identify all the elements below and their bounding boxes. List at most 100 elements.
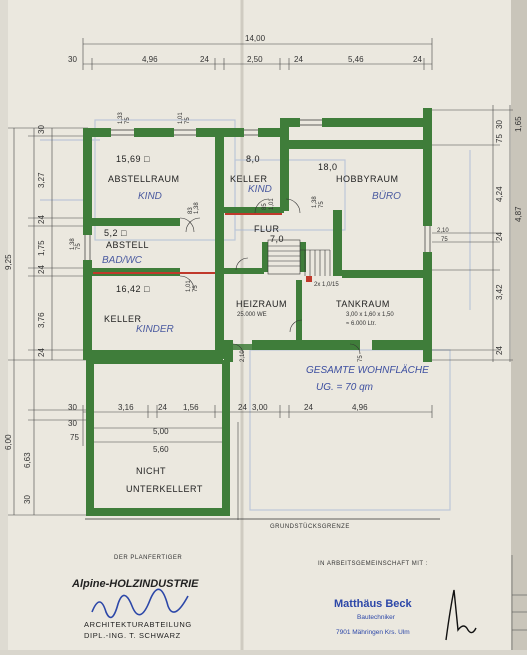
dim-lower-6: 24 bbox=[304, 403, 313, 412]
dim-left-8: 6,63 bbox=[23, 452, 32, 468]
company-department: ARCHITEKTURABTEILUNG bbox=[84, 620, 192, 629]
beck-address: 7901 Mähringen Krs. Ulm bbox=[336, 629, 410, 636]
dim-left-4: 24 bbox=[37, 265, 46, 274]
dim-lower-10: 5,60 bbox=[153, 445, 169, 454]
room-name-abstellraum: ABSTELLRAUM bbox=[108, 174, 180, 184]
dim-left-7: 9,25 bbox=[4, 254, 13, 270]
dim-right-9: 75 bbox=[441, 237, 448, 243]
opening-14: 2,10 bbox=[240, 350, 246, 362]
not-basement-line-1: NICHT bbox=[136, 466, 166, 476]
wall-hatching bbox=[229, 344, 253, 350]
room-area-abstellraum: 15,69 □ bbox=[116, 154, 150, 164]
dim-left-1: 3,27 bbox=[37, 172, 46, 188]
dim-right-2: 4,24 bbox=[495, 186, 504, 202]
opening-0: 1,33 bbox=[118, 112, 124, 124]
living-area-note-2: UG. = 70 qm bbox=[316, 382, 373, 393]
dim-right-6: 4,87 bbox=[514, 206, 523, 222]
opening-15: 75 bbox=[358, 355, 364, 362]
room-name-heizraum: HEIZRAUM bbox=[236, 299, 287, 309]
dim-right-7: 1,65 bbox=[514, 116, 523, 132]
dim-lower-0: 30 bbox=[68, 403, 77, 412]
flur-note: 2x 1,0/15 bbox=[314, 282, 339, 288]
opening-10: 1,38 bbox=[70, 238, 76, 250]
dim-right-3: 24 bbox=[495, 232, 504, 241]
living-area-note-1: GESAMTE WOHNFLÄCHE bbox=[306, 364, 429, 376]
dim-lower-9: 5,00 bbox=[153, 427, 169, 436]
room-area-hobbyraum: 18,0 bbox=[318, 162, 338, 172]
dim-top-5: 5,46 bbox=[348, 55, 364, 64]
room-sub-hobbyraum: BÜRO bbox=[372, 190, 401, 202]
dim-lower-3: 1,56 bbox=[183, 403, 199, 412]
dim-top-1: 4,96 bbox=[142, 55, 158, 64]
opening-1: 75 bbox=[125, 117, 131, 124]
dim-left-0: 30 bbox=[37, 125, 46, 134]
dim-top-4: 24 bbox=[294, 55, 303, 64]
left-dimension-lines bbox=[8, 127, 88, 516]
right-dimension-lines bbox=[432, 105, 513, 362]
chimney-marker bbox=[306, 276, 312, 282]
room-area-abstell: 5,2 □ bbox=[104, 228, 127, 238]
room-name-hobbyraum: HOBBYRAUM bbox=[336, 174, 399, 184]
planner-label: DER PLANFERTIGER bbox=[114, 555, 182, 561]
room-detail-tankraum-2: ≈ 6.000 Ltr. bbox=[346, 321, 376, 327]
opening-13: 75 bbox=[193, 285, 199, 292]
signature-schwarz bbox=[91, 588, 189, 619]
room-sub-abstell: BAD/WC bbox=[102, 255, 143, 266]
dim-left-10: 6,00 bbox=[4, 434, 13, 450]
dim-right-0: 30 bbox=[495, 120, 504, 129]
room-name-tankraum: TANKRAUM bbox=[336, 299, 390, 309]
paper-edge bbox=[511, 0, 527, 650]
door-swings bbox=[179, 198, 361, 355]
dim-lower-4: 24 bbox=[238, 403, 247, 412]
staircase bbox=[267, 239, 331, 276]
dim-top-2: 24 bbox=[200, 55, 209, 64]
opening-11: 75 bbox=[76, 243, 82, 250]
room-area-keller-kind: 8,0 bbox=[246, 154, 260, 164]
room-name-abstell: ABSTELL bbox=[106, 240, 149, 250]
dim-lower-1: 3,16 bbox=[118, 403, 134, 412]
beck-title: Bautechniker bbox=[357, 614, 396, 621]
opening-8: 1,38 bbox=[312, 196, 318, 208]
room-sub-keller-kinder: KINDER bbox=[136, 324, 174, 335]
lower-dimension-lines bbox=[82, 405, 433, 520]
opening-2: 1,01 bbox=[178, 112, 184, 124]
room-sub-keller-kind: KIND bbox=[248, 184, 272, 195]
opening-9: 75 bbox=[319, 201, 325, 208]
dim-left-3: 1,75 bbox=[37, 240, 46, 256]
dim-left-5: 3,76 bbox=[37, 312, 46, 328]
room-name-keller-kind: KELLER bbox=[230, 174, 268, 184]
dim-total-width: 14,00 bbox=[245, 34, 266, 43]
dim-left-9: 30 bbox=[23, 495, 32, 504]
walls bbox=[83, 108, 432, 516]
room-area-keller-kinder: 16,42 □ bbox=[116, 284, 150, 294]
window-sills bbox=[84, 119, 431, 260]
dim-top-0: 30 bbox=[68, 55, 77, 64]
opening-5: 1,38 bbox=[194, 202, 200, 214]
dim-right-4: 3,42 bbox=[495, 284, 504, 300]
room-sub-abstellraum: KIND bbox=[138, 191, 162, 202]
title-block-edge bbox=[511, 555, 527, 650]
dim-right-8: 2,10 bbox=[437, 228, 449, 234]
dim-top-3: 2,50 bbox=[247, 55, 263, 64]
dim-right-1: 75 bbox=[495, 134, 504, 143]
not-basement-line-2: UNTERKELLERT bbox=[126, 484, 203, 494]
beck-name: Matthäus Beck bbox=[334, 598, 413, 610]
dim-lower-7: 4,96 bbox=[352, 403, 368, 412]
top-dimension-lines bbox=[82, 38, 433, 70]
boundary-label: GRUNDSTÜCKSGRENZE bbox=[270, 523, 350, 530]
opening-6: 85 bbox=[262, 203, 268, 210]
dim-right-5: 24 bbox=[495, 346, 504, 355]
opening-4: 83 bbox=[188, 207, 194, 214]
opening-7: 1,01 bbox=[269, 198, 275, 210]
signature-beck bbox=[445, 589, 477, 641]
dim-lower-2: 24 bbox=[158, 403, 167, 412]
dim-left-6: 24 bbox=[37, 348, 46, 357]
room-detail-tankraum-1: 3,00 x 1,60 x 1,50 bbox=[346, 312, 394, 318]
dim-top-6: 24 bbox=[413, 55, 422, 64]
dim-left-2: 24 bbox=[37, 215, 46, 224]
dim-lower-11: 75 bbox=[70, 433, 79, 442]
company-name: Alpine-HOLZINDUSTRIE bbox=[71, 578, 199, 590]
room-name-keller-kinder: KELLER bbox=[104, 314, 142, 324]
